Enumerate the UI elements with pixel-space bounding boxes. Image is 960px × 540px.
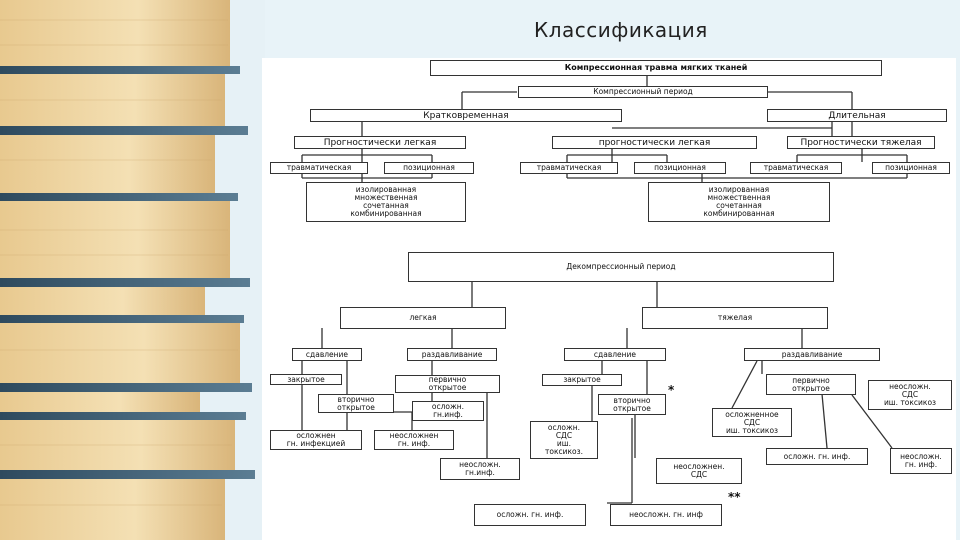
node-secondary-open-2: вторично открытое	[598, 394, 666, 415]
node-short: Кратковременная	[310, 109, 622, 122]
node-complicated-1: осложн. гн.инф.	[412, 401, 484, 421]
node-trauma-1: травматическая	[270, 162, 368, 174]
node-light: легкая	[340, 307, 506, 329]
node-crush-2: раздавливание	[744, 348, 880, 361]
node-compression-period: Компрессионный период	[518, 86, 768, 98]
node-complicated-sds-2: осложненное СДС иш. токсикоз	[712, 408, 792, 437]
node-root: Компрессионная травма мягких тканей	[430, 60, 882, 76]
books-stack-image	[0, 0, 265, 540]
node-uncomplicated-2: неосложн. гн.инф.	[440, 458, 520, 480]
node-types-1: изолированная множественная сочетанная к…	[306, 182, 466, 222]
node-long-light: прогностически легкая	[552, 136, 757, 149]
node-uncomplicated-sds-2: неосложн. СДС иш. токсикоз	[868, 380, 952, 410]
node-positional-3: позиционная	[872, 162, 950, 174]
node-uncomplicated-gn-4: неосложн. гн. инф.	[890, 448, 952, 474]
node-trauma-2: травматическая	[520, 162, 618, 174]
node-squeeze-2: сдавление	[564, 348, 666, 361]
node-complicated-infection: осложнен гн. инфекцией	[270, 430, 362, 450]
node-primary-open-1: первично открытое	[395, 375, 500, 393]
node-positional-1: позиционная	[384, 162, 474, 174]
node-closed-2: закрытое	[542, 374, 622, 386]
node-complicated-sds-1: осложн. СДС иш. токсикоз.	[530, 421, 598, 459]
node-uncomplicated-sds: неосложнен. СДС	[656, 458, 742, 484]
slide-title: Классификация	[534, 18, 708, 42]
node-heavy: тяжелая	[642, 307, 828, 329]
node-positional-2: позиционная	[634, 162, 726, 174]
node-complicated-gn-3: осложн. гн. инф.	[766, 448, 868, 465]
node-uncomplicated-1: неосложнен гн. инф.	[374, 430, 454, 450]
node-primary-open-2: первично открытое	[766, 374, 856, 395]
node-short-light: Прогностически легкая	[294, 136, 466, 149]
node-squeeze-1: сдавление	[292, 348, 362, 361]
connector-lines	[301, 75, 908, 504]
node-long: Длительная	[767, 109, 947, 122]
node-closed-1: закрытое	[270, 374, 342, 385]
node-long-heavy: Прогностически тяжелая	[787, 136, 935, 149]
node-complicated-gn-2: осложн. гн. инф.	[474, 504, 586, 526]
node-types-2: изолированная множественная сочетанная к…	[648, 182, 830, 222]
classification-diagram: Компрессионная травма мягких тканей Комп…	[262, 58, 956, 540]
node-secondary-open-1: вторично открытое	[318, 394, 394, 413]
asterisk-mark-1: *	[668, 383, 675, 397]
node-uncomplicated-gn-3: неосложн. гн. инф	[610, 504, 722, 526]
node-crush-1: раздавливание	[407, 348, 497, 361]
node-trauma-3: травматическая	[750, 162, 842, 174]
node-decompression-period: Декомпрессионный период	[408, 252, 834, 282]
asterisk-mark-2: **	[728, 490, 741, 504]
